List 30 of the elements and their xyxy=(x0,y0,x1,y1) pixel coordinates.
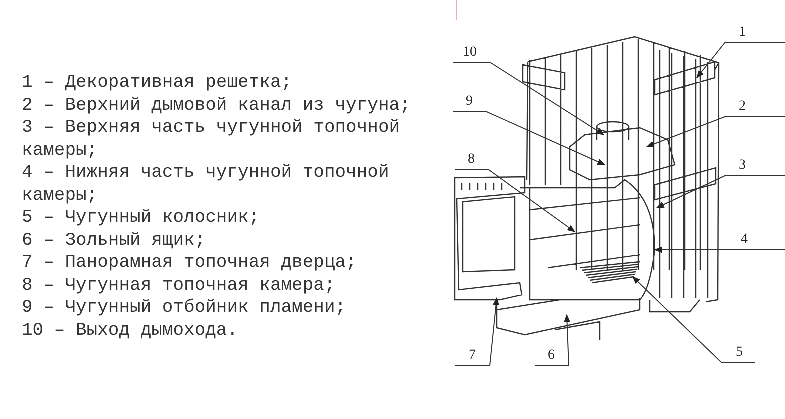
callout-number: 4 xyxy=(739,233,750,247)
legend-item-text: 4 – Нижняя часть чугунной топочной камеры; xyxy=(22,162,390,207)
leader-line xyxy=(452,62,605,136)
callout-number: 9 xyxy=(464,95,475,109)
leader-line xyxy=(454,170,576,232)
callout-number: 6 xyxy=(546,349,557,363)
legend-item-text: 9 – Чугунный отбойник пламени; xyxy=(22,297,348,320)
leader-line xyxy=(632,276,756,364)
callout-number: 5 xyxy=(734,346,745,360)
legend-item-text: 5 – Чугунный колосник; xyxy=(22,207,261,230)
leader-line xyxy=(696,42,785,79)
legend-item-text: 2 – Верхний дымовой канал из чугуна; xyxy=(22,94,412,117)
callout-number: 3 xyxy=(737,159,748,173)
callout-number: 8 xyxy=(466,153,477,167)
leader-line xyxy=(656,176,785,208)
leader-line xyxy=(454,297,500,366)
leader-line xyxy=(534,314,570,366)
legend-item-text: 7 – Панорамная топочная дверца; xyxy=(22,252,358,274)
callout-number: 7 xyxy=(467,349,478,363)
leader-line xyxy=(646,116,785,148)
callout-number: 2 xyxy=(737,100,748,114)
leader-line xyxy=(654,246,785,254)
legend-item-text: 10 – Выход дымохода. xyxy=(22,320,240,342)
legend-item-text: 1 – Декоративная решетка; xyxy=(22,72,294,94)
legend-item-text: 3 – Верхняя часть чугунной топочной камеры; xyxy=(22,117,402,162)
leader-line xyxy=(452,112,606,166)
legend-item-text: 6 – Зольный ящик; xyxy=(22,230,207,252)
callout-number: 1 xyxy=(737,26,748,40)
callout-number: 10 xyxy=(461,46,479,60)
legend-item-text: 8 – Чугунная топочная камера; xyxy=(22,274,336,297)
